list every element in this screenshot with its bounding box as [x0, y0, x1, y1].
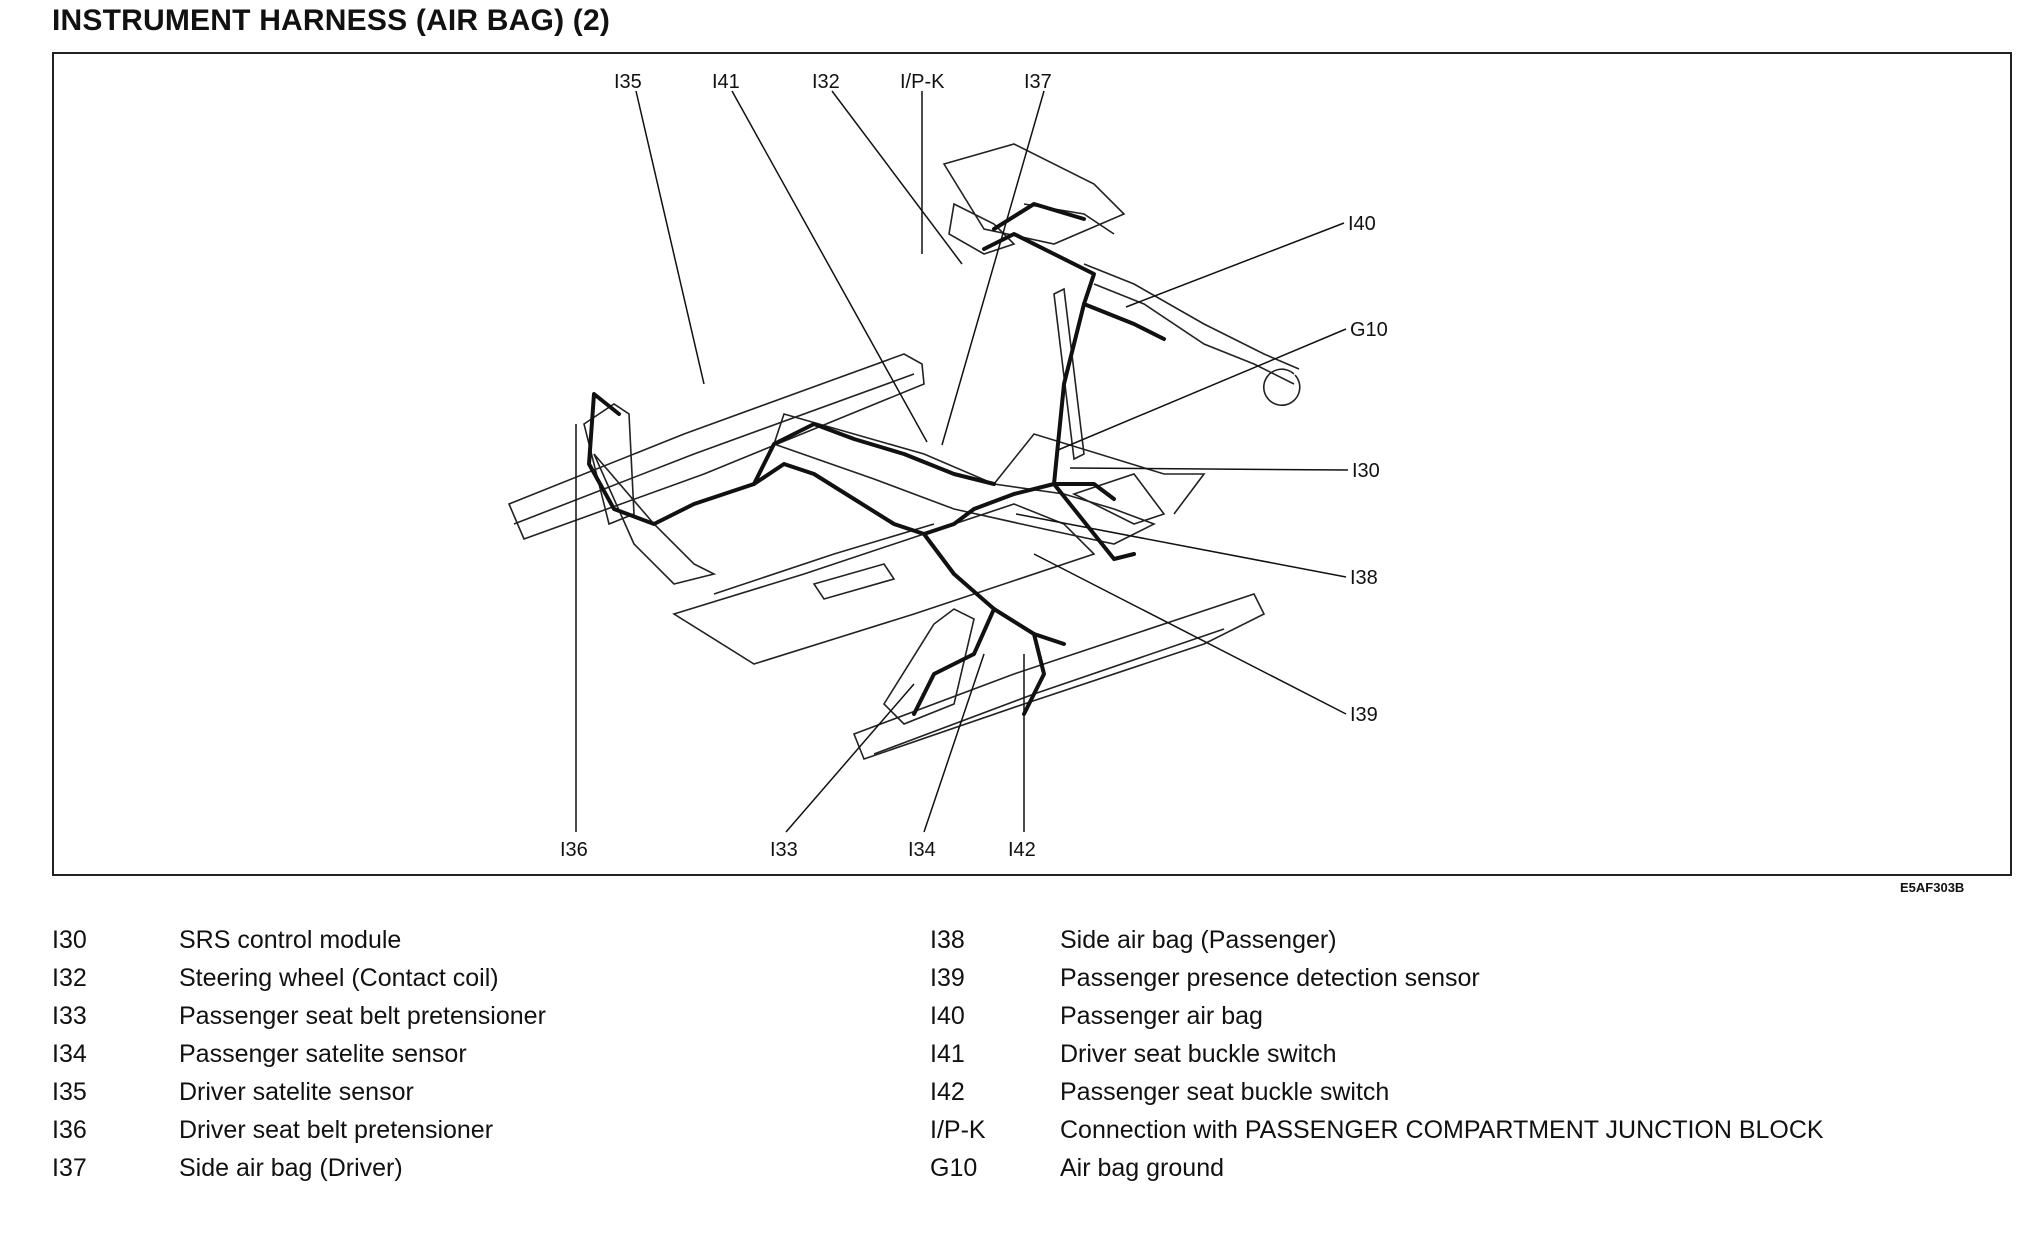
- legend-description: Driver satelite sensor: [179, 1078, 414, 1106]
- legend-description: Passenger seat belt pretensioner: [179, 1002, 546, 1030]
- callout-leaders: [575, 90, 1349, 833]
- legend-description: Passenger satelite sensor: [179, 1040, 467, 1068]
- legend-code: G10: [930, 1154, 978, 1182]
- callout-i41: I41: [712, 71, 740, 93]
- callout-i38: I38: [1350, 567, 1378, 589]
- legend-code: I39: [930, 964, 965, 992]
- legend-description: Air bag ground: [1060, 1154, 1225, 1182]
- legend-code: I30: [52, 926, 87, 954]
- callout-i37: I37: [1024, 71, 1052, 93]
- callout-i39: I39: [1350, 704, 1378, 726]
- callout-i36: I36: [560, 839, 588, 861]
- legend-code: I37: [52, 1154, 87, 1182]
- legend-code: I42: [930, 1078, 965, 1106]
- callout-labels: I35 I41 I32 I/P-K I37 I40 G10 I30 I38 I3…: [560, 71, 1388, 861]
- legend-description: Passenger presence detection sensor: [1060, 964, 1480, 992]
- callout-ipk: I/P-K: [900, 71, 945, 93]
- legend-code: I32: [52, 964, 87, 992]
- harness-diagram: I35 I41 I32 I/P-K I37 I40 G10 I30 I38 I3…: [52, 52, 2012, 876]
- legend-description: SRS control module: [179, 926, 402, 954]
- air-bag-harness-wiring: [587, 202, 1166, 716]
- legend-code: I41: [930, 1040, 965, 1068]
- callout-i40: I40: [1348, 213, 1376, 235]
- vehicle-body-structure: [507, 143, 1301, 761]
- callout-i34: I34: [908, 839, 936, 861]
- callout-i33: I33: [770, 839, 798, 861]
- legend-description: Steering wheel (Contact coil): [179, 964, 499, 992]
- legend-code: I/P-K: [930, 1116, 986, 1144]
- callout-i30: I30: [1352, 460, 1380, 482]
- harness-drawing: I35 I41 I32 I/P-K I37 I40 G10 I30 I38 I3…: [507, 71, 1388, 861]
- legend-description: Passenger air bag: [1060, 1002, 1263, 1030]
- callout-i32: I32: [812, 71, 840, 93]
- legend-code: I33: [52, 1002, 87, 1030]
- legend-description: Side air bag (Driver): [179, 1154, 403, 1182]
- legend-description: Connection with PASSENGER COMPARTMENT JU…: [1060, 1116, 1824, 1144]
- legend-description: Driver seat buckle switch: [1060, 1040, 1337, 1068]
- legend-description: Side air bag (Passenger): [1060, 926, 1337, 954]
- legend-code: I35: [52, 1078, 87, 1106]
- legend-code: I38: [930, 926, 965, 954]
- legend-code: I36: [52, 1116, 87, 1144]
- callout-i42: I42: [1008, 839, 1036, 861]
- legend-description: Driver seat belt pretensioner: [179, 1116, 494, 1144]
- diagram-code: E5AF303B: [1900, 880, 1965, 895]
- legend-description: Passenger seat buckle switch: [1060, 1078, 1390, 1106]
- legend-code: I40: [930, 1002, 965, 1030]
- page-title: INSTRUMENT HARNESS (AIR BAG) (2): [52, 4, 611, 37]
- callout-g10: G10: [1350, 319, 1388, 341]
- callout-i35: I35: [614, 71, 642, 93]
- legend-code: I34: [52, 1040, 87, 1068]
